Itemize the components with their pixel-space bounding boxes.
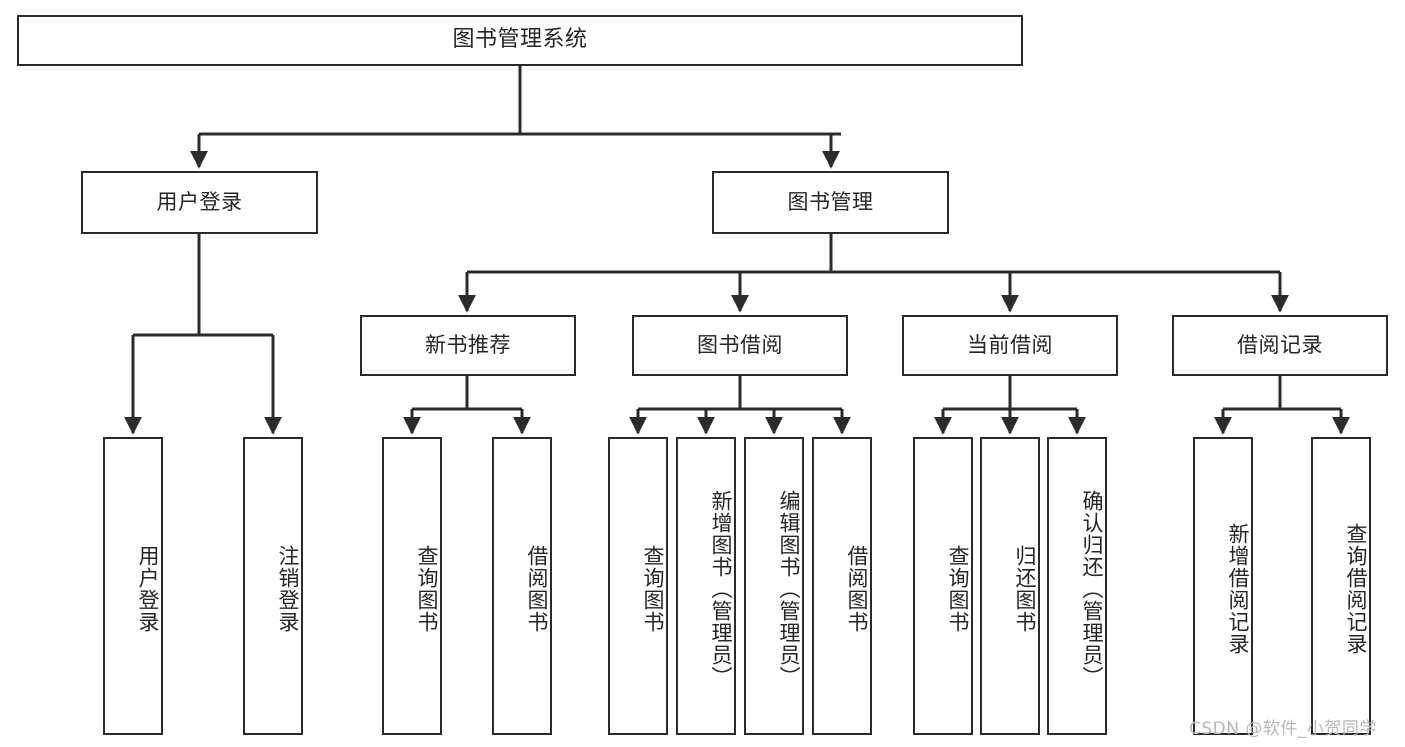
node-root-label: 图书管理系统: [452, 27, 588, 53]
node-book-borrow[interactable]: 图书借阅: [632, 315, 848, 376]
node-leaf-label: 查询借阅记录: [1344, 523, 1368, 655]
node-leaf-borrow-record-add[interactable]: 新增借阅记录: [1193, 437, 1253, 735]
node-leaf-label: 编辑图书（管理员）: [777, 490, 801, 688]
node-leaf-user-login-login[interactable]: 用户登录: [103, 437, 163, 735]
node-leaf-label: 归还图书: [1013, 545, 1037, 633]
node-leaf-current-borrow-query[interactable]: 查询图书: [913, 437, 973, 735]
watermark-text: CSDN @软件_小贺同学: [1189, 719, 1377, 739]
node-leaf-current-borrow-return[interactable]: 归还图书: [980, 437, 1040, 735]
node-leaf-book-borrow-add[interactable]: 新增图书（管理员）: [676, 437, 736, 735]
node-leaf-label: 新增图书（管理员）: [709, 490, 733, 688]
node-current-borrow-label: 当前借阅: [967, 332, 1053, 357]
node-user-login[interactable]: 用户登录: [81, 171, 318, 234]
node-leaf-book-borrow-edit[interactable]: 编辑图书（管理员）: [744, 437, 804, 735]
node-leaf-borrow-record-query[interactable]: 查询借阅记录: [1311, 437, 1371, 735]
node-leaf-label: 查询图书: [641, 545, 665, 633]
node-leaf-current-borrow-confirm[interactable]: 确认归还（管理员）: [1047, 437, 1107, 735]
node-borrow-record[interactable]: 借阅记录: [1172, 315, 1388, 376]
node-book-borrow-label: 图书借阅: [697, 332, 783, 357]
node-leaf-book-borrow-query[interactable]: 查询图书: [608, 437, 668, 735]
node-leaf-label: 确认归还（管理员）: [1080, 490, 1104, 688]
node-leaf-label: 借阅图书: [845, 545, 869, 633]
node-leaf-label: 借阅图书: [525, 545, 549, 633]
node-borrow-record-label: 借阅记录: [1237, 332, 1323, 357]
node-user-login-label: 用户登录: [156, 189, 243, 214]
node-leaf-user-login-logout[interactable]: 注销登录: [243, 437, 303, 735]
node-root-system[interactable]: 图书管理系统: [17, 15, 1023, 66]
node-leaf-book-borrow-borrow[interactable]: 借阅图书: [812, 437, 872, 735]
node-leaf-label: 查询图书: [415, 545, 439, 633]
node-leaf-label: 查询图书: [946, 545, 970, 633]
node-new-book-recommend-label: 新书推荐: [425, 332, 511, 357]
node-leaf-new-book-query[interactable]: 查询图书: [382, 437, 442, 735]
node-book-management[interactable]: 图书管理: [712, 171, 949, 234]
node-leaf-new-book-borrow[interactable]: 借阅图书: [492, 437, 552, 735]
node-leaf-label: 注销登录: [276, 545, 300, 633]
node-leaf-label: 用户登录: [136, 545, 160, 633]
node-leaf-label: 新增借阅记录: [1226, 523, 1250, 655]
node-book-management-label: 图书管理: [787, 189, 874, 214]
node-current-borrow[interactable]: 当前借阅: [902, 315, 1118, 376]
node-new-book-recommend[interactable]: 新书推荐: [360, 315, 576, 376]
